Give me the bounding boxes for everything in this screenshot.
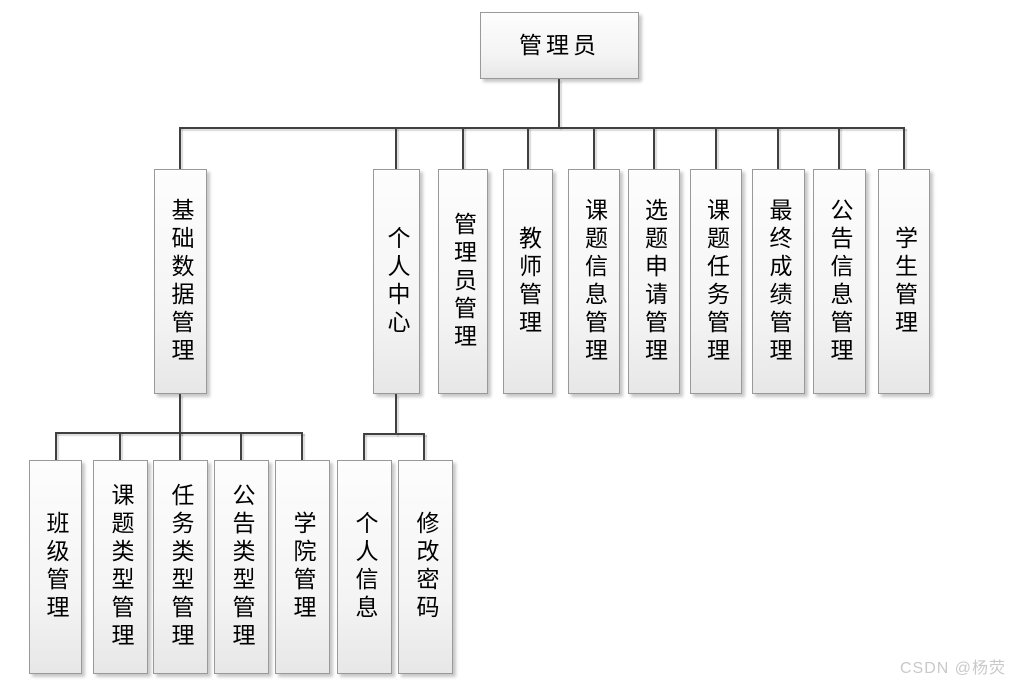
- node-student-management: 学生管理: [878, 169, 930, 394]
- node-topic-type-management-label: 课题类型管理: [108, 483, 134, 651]
- connector-personal-center-bus: [363, 433, 425, 435]
- connector-stub-teacher: [527, 127, 529, 169]
- node-topic-task-management-label: 课题任务管理: [703, 197, 730, 366]
- node-administrator-label: 管理员: [519, 32, 600, 58]
- csdn-watermark: CSDN @杨荧: [900, 660, 1007, 677]
- node-student-management-label: 学生管理: [891, 225, 918, 338]
- node-announcement-info-management: 公告信息管理: [813, 169, 866, 394]
- node-task-type-management: 任务类型管理: [153, 460, 208, 674]
- node-admin-management-label: 管理员管理: [450, 211, 477, 352]
- connector-stub-announcement-info: [838, 127, 840, 169]
- node-personal-info-label: 个人信息: [352, 511, 378, 623]
- node-class-management: 班级管理: [29, 460, 82, 674]
- node-announcement-type-management-label: 公告类型管理: [229, 483, 255, 651]
- node-class-management-label: 班级管理: [43, 511, 69, 623]
- node-basic-data-management-label: 基础数据管理: [168, 197, 194, 366]
- connector-stub-task-type: [179, 432, 181, 460]
- connector-stub-student: [903, 127, 905, 169]
- node-personal-center-label: 个人中心: [384, 225, 410, 338]
- connector-stub-college: [301, 432, 303, 460]
- node-admin-management: 管理员管理: [438, 169, 488, 394]
- connector-basic-data-down: [179, 394, 181, 434]
- connector-stub-admin: [462, 127, 464, 169]
- node-college-management: 学院管理: [275, 460, 330, 674]
- connector-stub-topic-application: [653, 127, 655, 169]
- node-teacher-management: 教师管理: [503, 169, 553, 394]
- connector-stub-personal-info: [363, 433, 365, 460]
- connector-stub-personal-center: [395, 127, 397, 169]
- node-change-password: 修改密码: [398, 460, 453, 674]
- connector-stub-class: [55, 432, 57, 460]
- node-final-grade-management: 最终成绩管理: [752, 169, 805, 394]
- connector-root-stub: [558, 79, 560, 128]
- node-personal-info: 个人信息: [337, 460, 392, 674]
- node-topic-application-management: 选题申请管理: [628, 169, 680, 394]
- node-topic-application-management-label: 选题申请管理: [641, 197, 668, 366]
- node-announcement-info-management-label: 公告信息管理: [827, 197, 853, 366]
- connector-stub-topic-type: [119, 432, 121, 460]
- node-final-grade-management-label: 最终成绩管理: [766, 197, 792, 366]
- node-basic-data-management: 基础数据管理: [154, 169, 207, 394]
- node-change-password-label: 修改密码: [413, 511, 439, 623]
- node-teacher-management-label: 教师管理: [515, 225, 542, 338]
- node-college-management-label: 学院管理: [290, 511, 316, 623]
- node-topic-info-management: 课题信息管理: [568, 169, 620, 394]
- node-announcement-type-management: 公告类型管理: [214, 460, 269, 674]
- node-topic-info-management-label: 课题信息管理: [581, 197, 608, 366]
- node-topic-task-management: 课题任务管理: [690, 169, 742, 394]
- connector-stub-final-grade: [777, 127, 779, 169]
- connector-stub-basic-data: [179, 127, 181, 169]
- connector-stub-topic-info: [593, 127, 595, 169]
- connector-stub-change-password: [423, 433, 425, 460]
- node-administrator: 管理员: [480, 12, 639, 79]
- connector-personal-center-down: [395, 394, 397, 435]
- node-personal-center: 个人中心: [373, 169, 420, 394]
- node-topic-type-management: 课题类型管理: [93, 460, 148, 674]
- connector-level2-bus: [179, 127, 905, 129]
- connector-stub-announcement-type: [240, 432, 242, 460]
- connector-stub-topic-task: [715, 127, 717, 169]
- node-task-type-management-label: 任务类型管理: [168, 483, 194, 651]
